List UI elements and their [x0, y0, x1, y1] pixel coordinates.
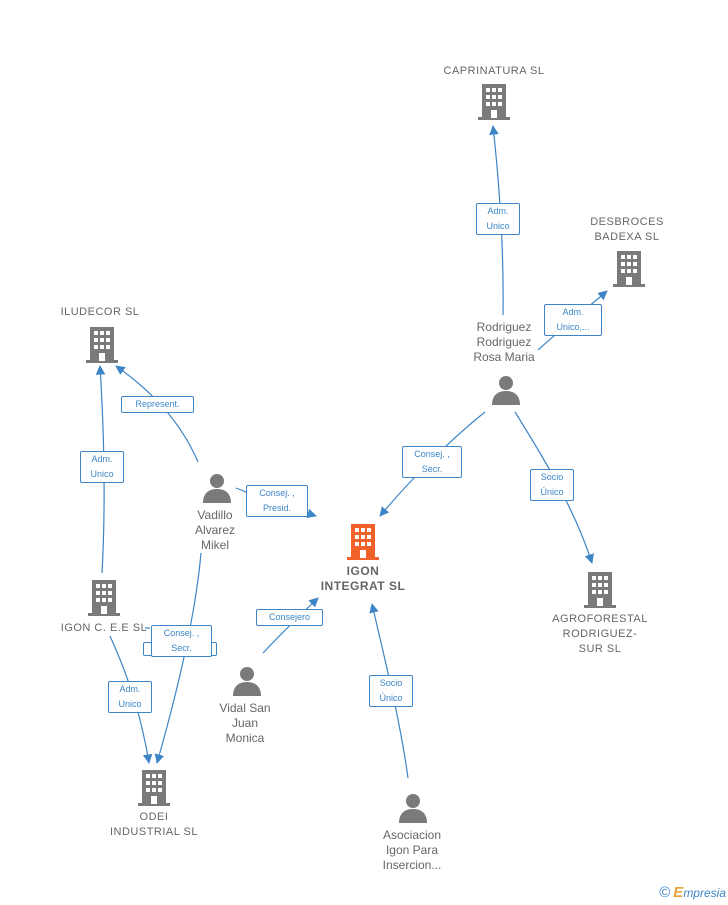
building-icon [88, 580, 120, 616]
node-label: CAPRINATURA SL [443, 65, 545, 77]
brand-name: mpresia [683, 886, 726, 900]
edge-label-rodriguez-igon[interactable]: Consej. , Secr. [402, 446, 462, 478]
building-icon [478, 84, 510, 120]
person-icon [203, 474, 231, 503]
edge-label-vadillo-igon[interactable]: Consej. , Presid. [246, 485, 308, 517]
edge-label-vadillo-iludecor[interactable]: Represent. [121, 396, 194, 413]
person-icon [233, 667, 261, 696]
node-label: Rodriguez Rodriguez Rosa Maria [473, 320, 535, 364]
node-agroforestal[interactable]: AGROFORESTAL RODRIGUEZ- SUR SL [540, 572, 660, 658]
edge-label-rodriguez-desbroces[interactable]: Adm. Unico,... [544, 304, 602, 336]
edge-label-igoncee-iludecor[interactable]: Adm. Unico [80, 451, 124, 483]
node-vadillo[interactable]: Vadillo Alvarez Mikel [170, 473, 260, 555]
edge-vadillo-iludecor [115, 365, 199, 463]
node-label: Vidal San Juan Monica [219, 701, 271, 745]
node-label: AGROFORESTAL RODRIGUEZ- SUR SL [552, 613, 648, 655]
building-icon [347, 524, 379, 560]
node-rodriguez[interactable]: Rodriguez Rodriguez Rosa Maria [454, 320, 554, 408]
edge-label-asociacion-igon[interactable]: Socio Único [369, 675, 413, 707]
node-label: Asociacion Igon Para Insercion... [382, 828, 442, 872]
node-label: Vadillo Alvarez Mikel [194, 508, 235, 552]
node-caprinatura[interactable]: CAPRINATURA SL [430, 64, 558, 124]
node-desbroces[interactable]: DESBROCES BADEXA SL [577, 215, 677, 289]
edge-label-rodriguez-agro[interactable]: Socio Único [530, 469, 574, 501]
node-asociacion[interactable]: Asociacion Igon Para Insercion... [362, 793, 462, 875]
node-label: ODEI INDUSTRIAL SL [109, 811, 198, 838]
node-igon-integrat[interactable]: IGON INTEGRAT SL [300, 522, 426, 602]
edge-label-vadillo-odei[interactable]: Consej. , Secr. [151, 625, 212, 657]
node-label: IGON C. E.E SL [60, 622, 148, 634]
building-icon [138, 770, 170, 806]
edge-label-vidal-igon[interactable]: Consejero [256, 609, 323, 626]
person-icon [492, 376, 520, 405]
edge-label-rodriguez-caprinatura[interactable]: Adm. Unico [476, 203, 520, 235]
edge-vadillo-odei [154, 552, 202, 764]
edge-label-igoncee-odei[interactable]: Adm. Unico [108, 681, 152, 713]
person-icon [399, 794, 427, 823]
node-label: ILUDECOR SL [60, 306, 140, 318]
copyright-icon: © [659, 884, 671, 901]
node-vidal[interactable]: Vidal San Juan Monica [200, 666, 290, 748]
node-igon-cee[interactable]: IGON C. E.E SL [54, 580, 154, 638]
building-icon [584, 572, 616, 608]
brand-initial: E [673, 884, 684, 901]
building-icon [613, 251, 645, 287]
empresia-logo: ©Empresia [659, 884, 726, 901]
building-icon [86, 327, 118, 363]
node-odei[interactable]: ODEI INDUSTRIAL SL [100, 770, 208, 842]
node-iludecor[interactable]: ILUDECOR SL [50, 305, 150, 365]
node-label: IGON INTEGRAT SL [320, 564, 406, 593]
node-label: DESBROCES BADEXA SL [590, 216, 664, 243]
